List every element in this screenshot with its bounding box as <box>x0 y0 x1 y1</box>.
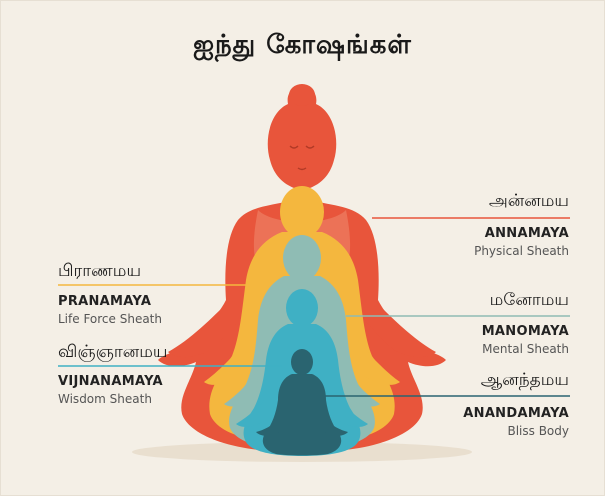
annamaya-tamil-label: அன்னமய <box>489 191 569 213</box>
anandamaya-desc: Bliss Body <box>507 424 569 438</box>
vijnanamaya-desc: Wisdom Sheath <box>58 392 152 406</box>
annamaya-name: ANNAMAYA <box>485 226 569 241</box>
vijnanamaya-tamil-label: விஞ்ஞானமய <box>58 342 168 364</box>
pranamaya-name: PRANAMAYA <box>58 294 151 309</box>
manomaya-desc: Mental Sheath <box>482 342 569 356</box>
manomaya-tamil-label: மனோமய <box>490 290 569 312</box>
pranamaya-desc: Life Force Sheath <box>58 312 162 326</box>
anandamaya-tamil-label: ஆனந்தமய <box>481 370 569 392</box>
pranamaya-tamil-label: பிராணமய <box>58 261 141 283</box>
annamaya-desc: Physical Sheath <box>474 244 569 258</box>
manomaya-name: MANOMAYA <box>482 324 569 339</box>
anandamaya-name: ANANDAMAYA <box>463 406 569 421</box>
vijnanamaya-name: VIJNANAMAYA <box>58 374 163 389</box>
